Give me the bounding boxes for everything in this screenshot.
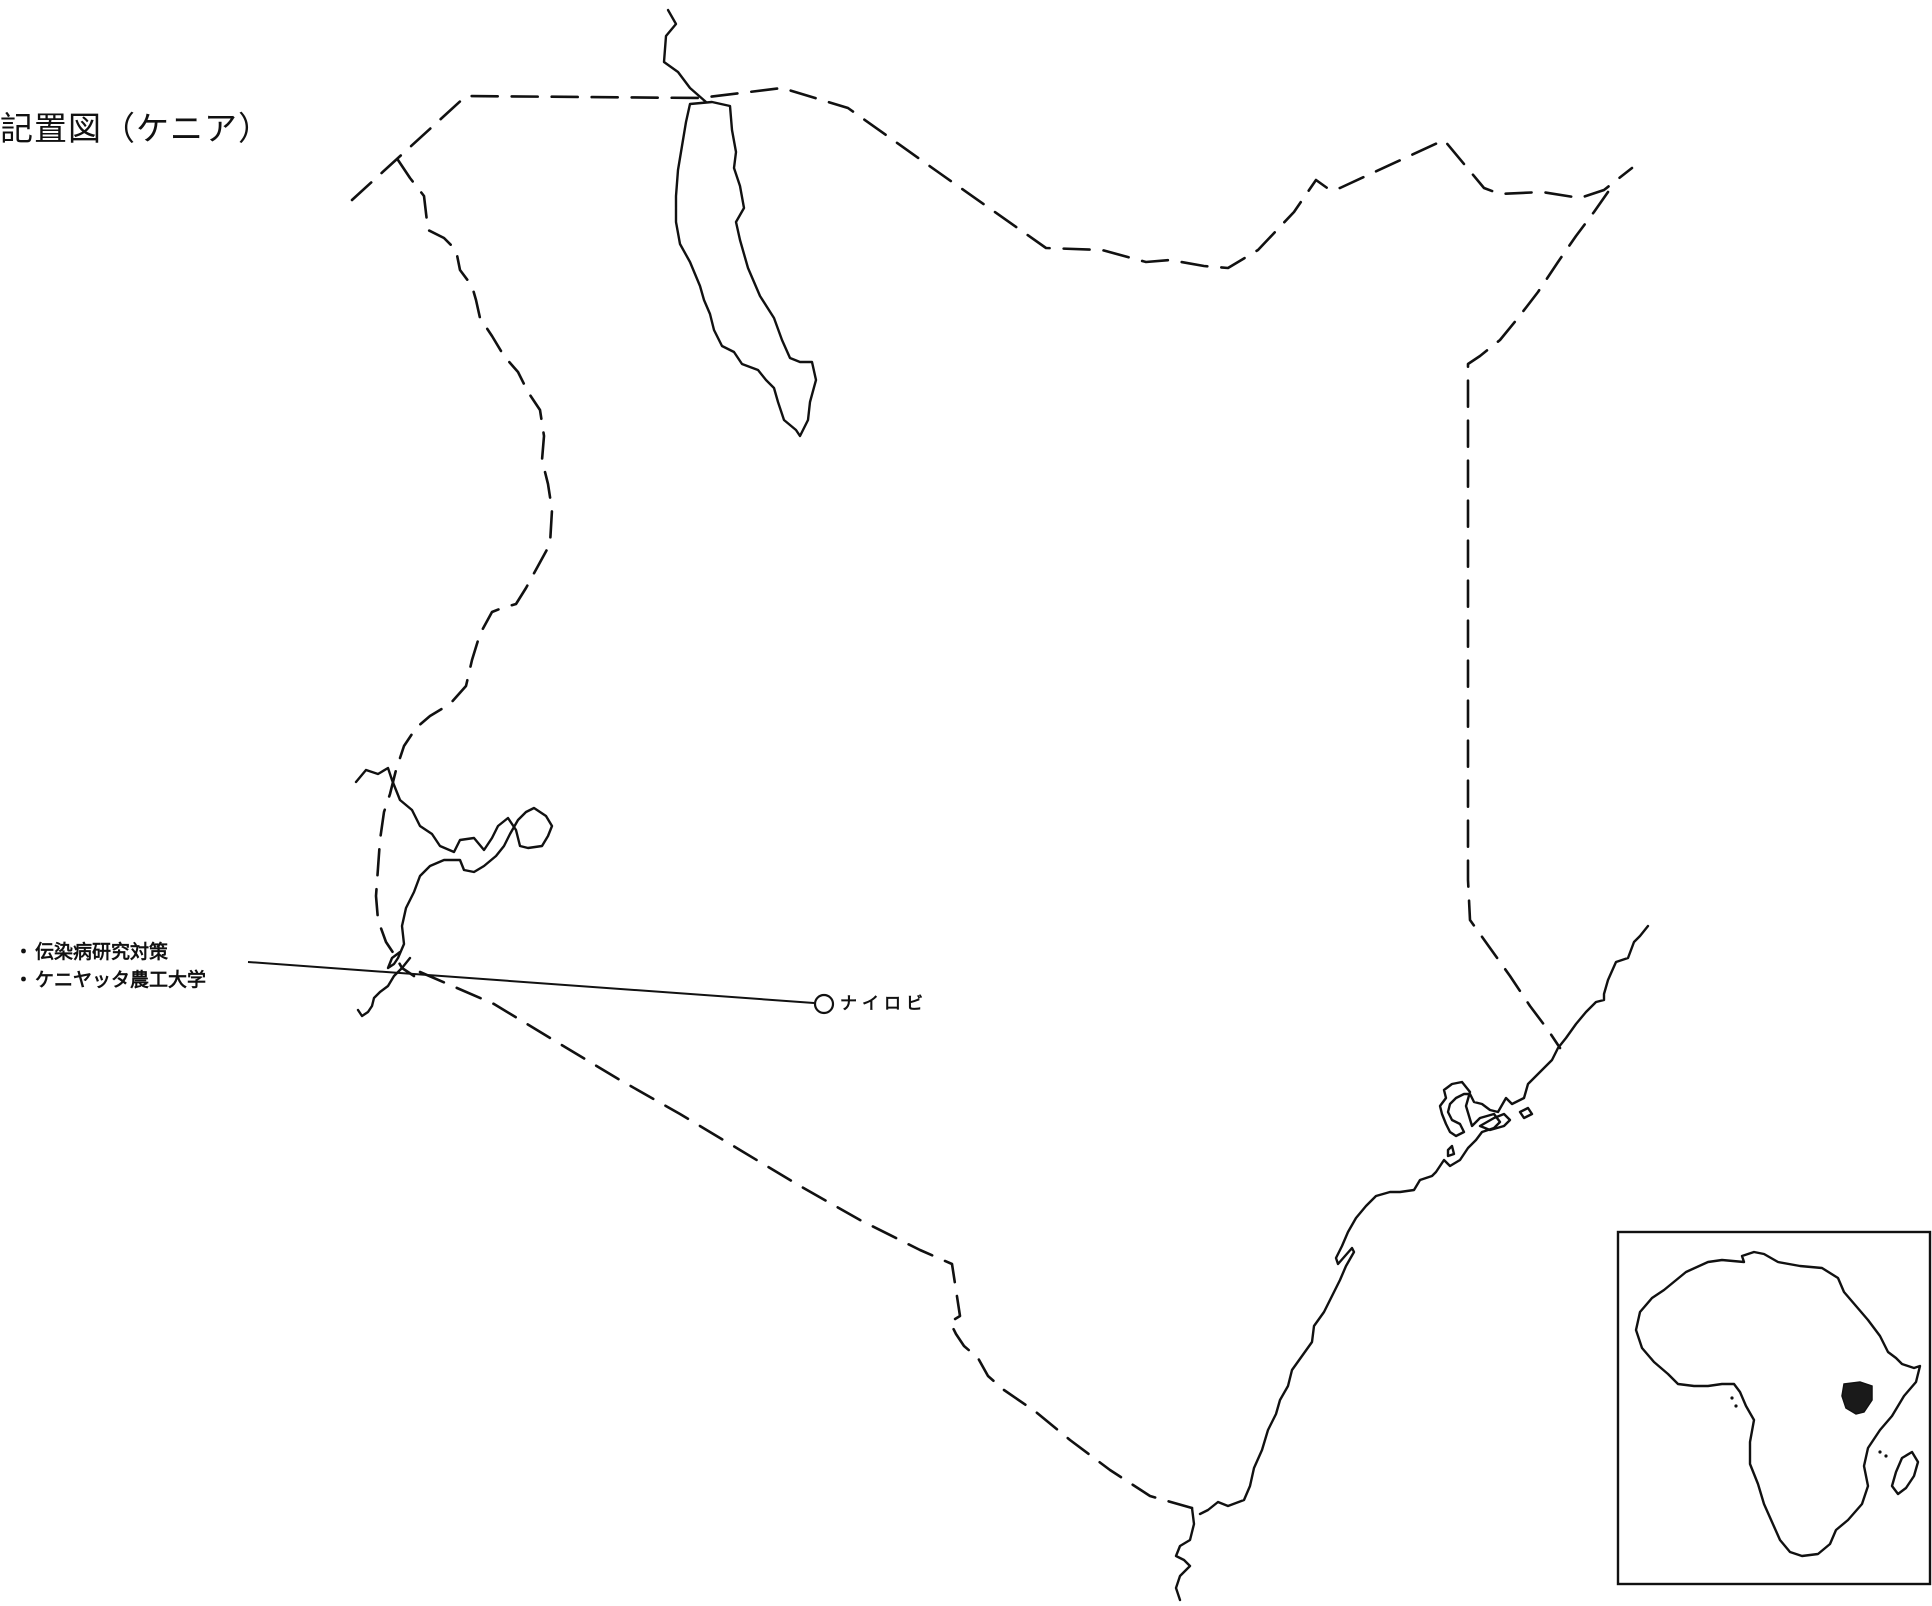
coast-islet-3 [1446, 1144, 1456, 1158]
lake-victoria-south [356, 956, 412, 1018]
coast-islet-2 [1518, 1106, 1534, 1120]
kenya-highlight [1841, 1381, 1873, 1415]
island-dot-1 [1730, 1396, 1734, 1400]
lake-turkana [674, 100, 818, 438]
africa-outline [1634, 1250, 1922, 1558]
island-dot-2 [1734, 1404, 1738, 1408]
river-south [1174, 1506, 1196, 1602]
island-dot-4 [1884, 1454, 1888, 1458]
circle-marker [813, 993, 835, 1015]
coastline [1198, 924, 1650, 1516]
lake-victoria-shore [354, 766, 554, 970]
city-label-nairobi: ナイロビ [840, 994, 928, 1014]
border-west [374, 158, 554, 978]
border-northwest [350, 86, 1634, 270]
map-title: 記置図（ケニア） [0, 109, 272, 148]
madagascar-outline [1890, 1450, 1920, 1496]
inset-frame [1616, 1230, 1932, 1586]
project-item-1: 伝染病研究対策 [14, 938, 206, 966]
inset-map [1616, 1230, 1932, 1586]
project-item-2: ケニヤッタ農工大学 [14, 966, 206, 994]
island-dot-3 [1878, 1450, 1882, 1454]
coast-islet-1 [1478, 1112, 1512, 1132]
border-east [1466, 190, 1610, 1050]
border-south [418, 970, 1194, 1510]
project-list: 伝染病研究対策 ケニヤッタ農工大学 [14, 938, 206, 994]
leader-line [247, 961, 815, 1004]
river-north [662, 8, 708, 104]
